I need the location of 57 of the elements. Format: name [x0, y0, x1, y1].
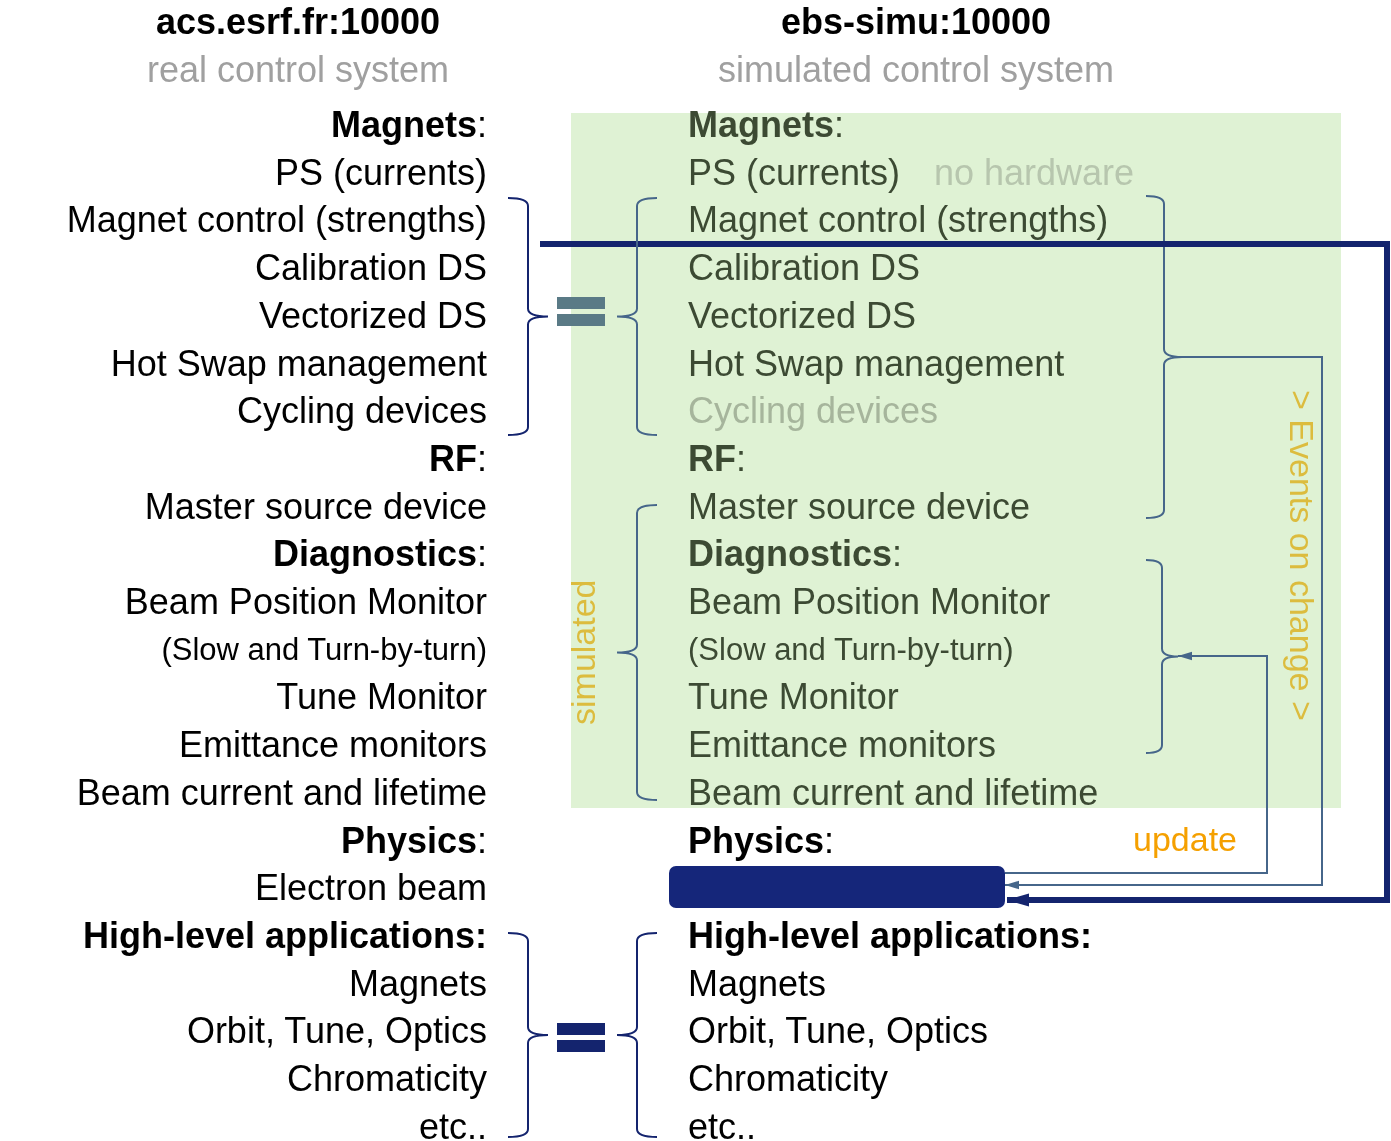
- item-label: Magnets:: [688, 103, 845, 147]
- item-label: Master source device: [144, 484, 487, 529]
- item-label: Vectorized DS: [688, 293, 917, 338]
- item-label: Magnets: [688, 961, 827, 1006]
- item-label: Tune Monitor: [688, 675, 899, 720]
- item-label: Master source device: [688, 484, 1031, 529]
- item-label: Beam Position Monitor: [688, 580, 1051, 624]
- item-label: Beam current and lifetime: [76, 770, 487, 815]
- item-label: Magnet control (strengths): [66, 198, 487, 243]
- curly-bracket: [1146, 196, 1182, 518]
- server-subtitle: real control system: [145, 48, 451, 92]
- item-label: Tune Monitor: [276, 675, 487, 720]
- item-label: Electron beam: [254, 866, 487, 911]
- item-label: RF:: [688, 436, 746, 481]
- item-label: etc..: [688, 1104, 757, 1141]
- item-label: Vectorized DS: [258, 293, 487, 338]
- arrow: [1004, 651, 1268, 874]
- item-label: Physics:: [340, 818, 487, 863]
- item-label: Hot Swap management: [688, 341, 1065, 386]
- simulator-box: [669, 866, 1005, 908]
- item-label: Magnets: [348, 961, 487, 1006]
- item-label: Physics:: [688, 818, 835, 863]
- arrow: [1004, 356, 1323, 890]
- arrow: [540, 241, 1390, 907]
- item-label: Beam Position Monitor: [124, 580, 487, 624]
- item-label: High-level applications:: [82, 913, 487, 958]
- item-label: Magnets:: [330, 103, 487, 147]
- item-label: Chromaticity: [286, 1057, 487, 1101]
- item-label: Emittance monitors: [178, 723, 487, 768]
- item-label: Orbit, Tune, Optics: [688, 1009, 989, 1054]
- item-label: High-level applications:: [688, 913, 1093, 958]
- item-label: Diagnostics:: [688, 532, 903, 577]
- edge-label: update: [1133, 820, 1237, 858]
- item-label: Calibration DS: [688, 246, 921, 291]
- curly-bracket: [1146, 560, 1178, 753]
- item-label: etc..: [418, 1104, 487, 1141]
- item-label: RF:: [429, 436, 487, 481]
- edge-label: > Events on change >: [1283, 390, 1321, 721]
- simulated-region-band: [571, 113, 1341, 808]
- band-label: simulated: [565, 579, 601, 725]
- server-title: ebs-simu:10000: [779, 0, 1053, 44]
- item-label: Chromaticity: [688, 1057, 889, 1101]
- item-label: Magnet control (strengths): [688, 198, 1109, 243]
- item-label: Diagnostics:: [272, 532, 487, 577]
- item-label: Hot Swap management: [110, 341, 487, 386]
- item-label: (Slow and Turn-by-turn): [688, 630, 1014, 669]
- item-label: Beam current and lifetime: [688, 770, 1099, 815]
- server-title: acs.esrf.fr:10000: [154, 0, 442, 44]
- item-label: PS (currents): [274, 150, 487, 195]
- item-label: Calibration DS: [254, 246, 487, 291]
- item-label: Cycling devices: [688, 389, 939, 434]
- item-label: Emittance monitors: [688, 723, 997, 768]
- item-label: PS (currents): [688, 150, 901, 195]
- item-label: Orbit, Tune, Optics: [186, 1009, 487, 1054]
- item-label: Cycling devices: [236, 389, 487, 434]
- item-label: (Slow and Turn-by-turn): [161, 630, 487, 669]
- server-subtitle: simulated control system: [716, 48, 1116, 92]
